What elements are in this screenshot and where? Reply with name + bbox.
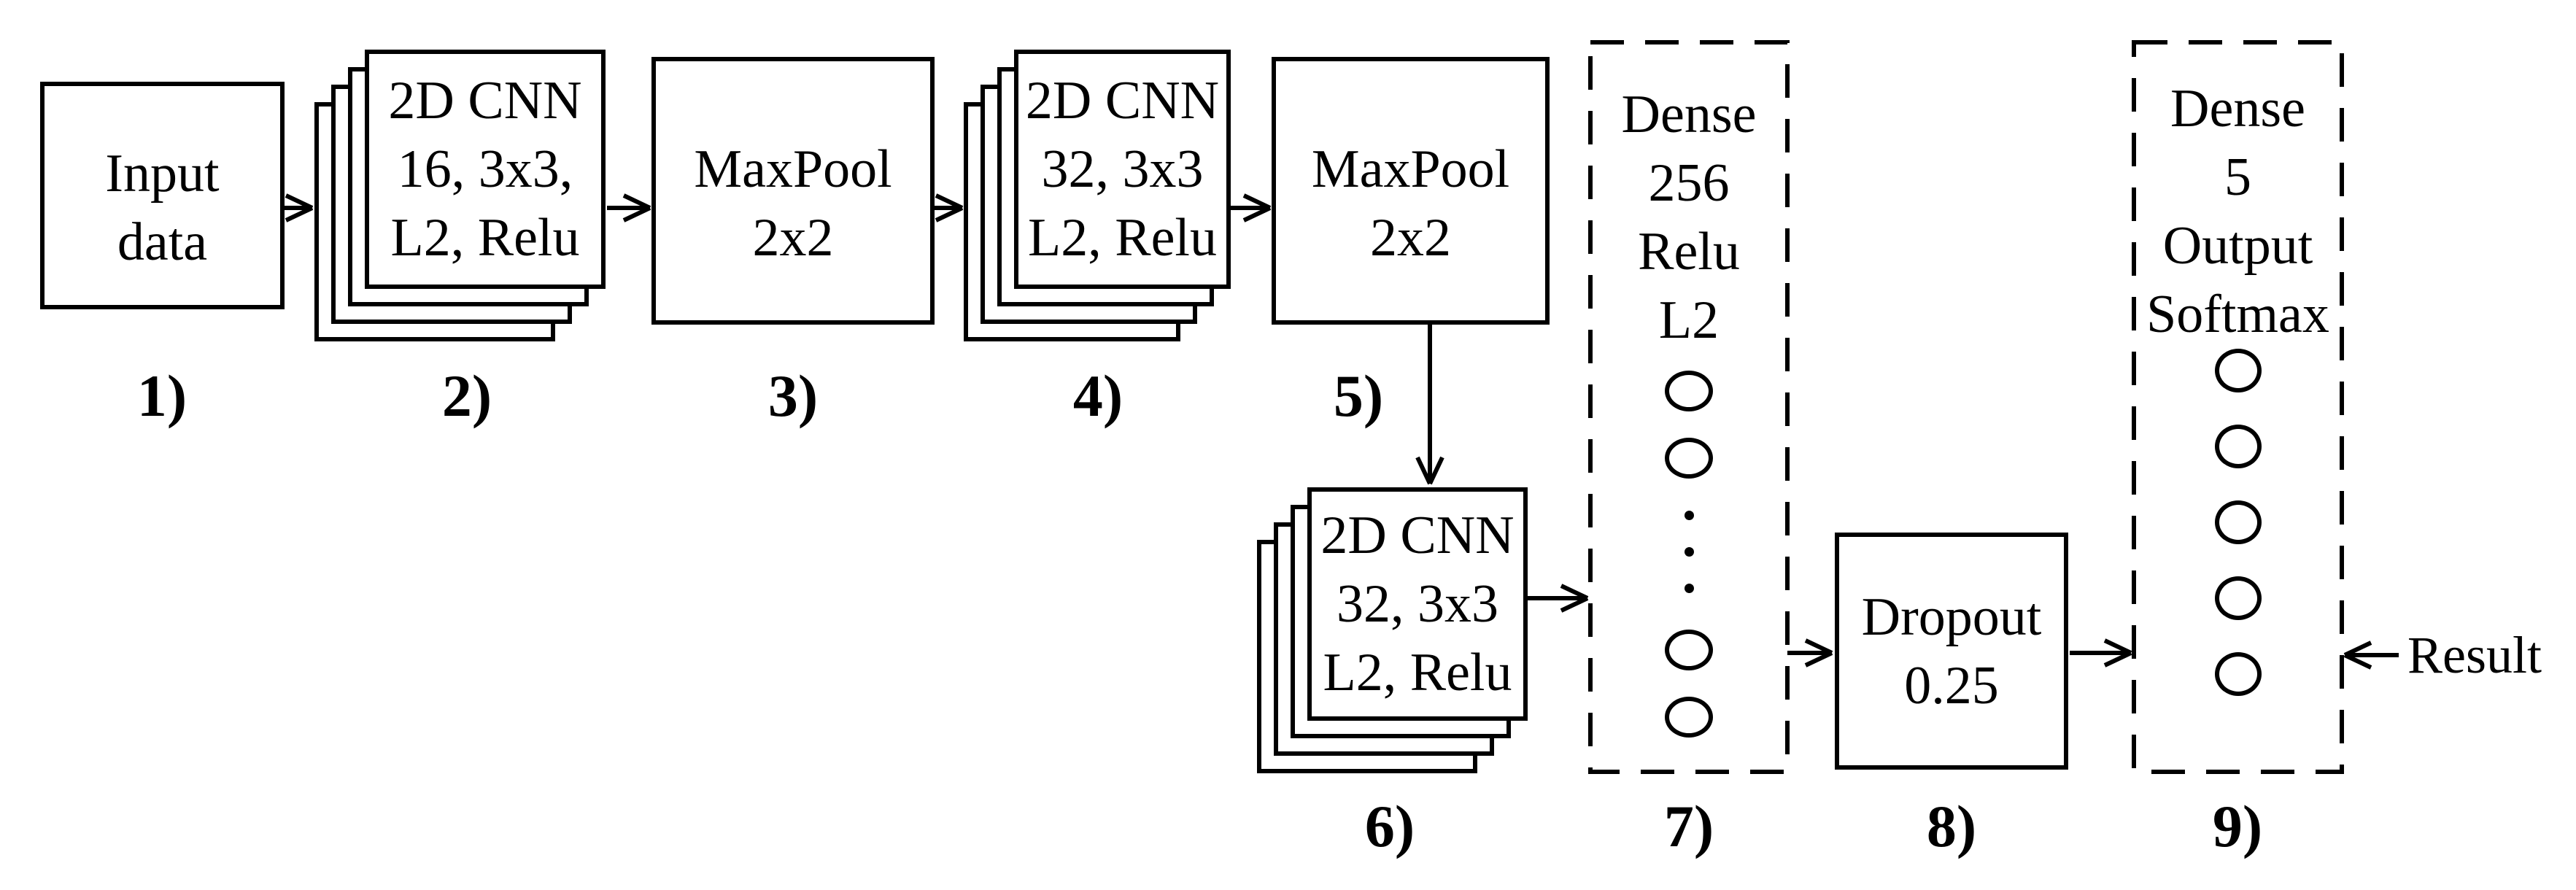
dense1-dashed-border <box>1588 40 1790 774</box>
node-text-line: 16, 3x3, <box>397 139 573 199</box>
node-text-line: Output <box>2162 216 2313 276</box>
arrow-result-pointer-icon <box>2343 641 2399 670</box>
node-text-line: 5 <box>2224 147 2251 207</box>
arrow-maxpool2-to-conv3-icon <box>1415 325 1444 485</box>
input-data-box: Input data <box>40 82 285 309</box>
ellipsis-dot <box>1684 547 1694 557</box>
conv1-stack: 2D CNN 16, 3x3, L2, Relu <box>314 50 606 342</box>
result-label: Result <box>2407 626 2542 684</box>
neuron-circle <box>1665 371 1713 411</box>
neuron-circle <box>2214 425 2262 468</box>
node-text-line: Input <box>105 144 220 204</box>
node-text-line: 32, 3x3 <box>1337 574 1498 634</box>
node-text-line: L2, Relu <box>390 208 580 268</box>
node-text-line: Dense <box>1621 85 1757 144</box>
output-dashed-border <box>2132 40 2344 774</box>
node-text-line: Dense <box>2170 79 2305 139</box>
step-label-6: 6) <box>1364 793 1415 859</box>
step-label-2: 2) <box>441 363 492 429</box>
output-dashed-box: Dense 5 Output Softmax <box>2134 42 2342 772</box>
neuron-circle <box>2214 349 2262 392</box>
node-text-line: L2, Relu <box>1028 208 1217 268</box>
node-text-line: data <box>117 212 208 272</box>
node-text-line: Dropout <box>1861 587 2042 647</box>
arrow-maxpool1-to-conv2-icon <box>935 193 964 222</box>
node-text-line: L2 <box>1658 290 1720 350</box>
node-text-line: 32, 3x3 <box>1041 139 1204 199</box>
arrow-conv1-to-maxpool1-icon <box>607 193 651 222</box>
node-text-line: MaxPool <box>1311 139 1510 199</box>
node-text-line: 2D CNN <box>1025 71 1220 131</box>
node-text-line: 2D CNN <box>388 71 582 131</box>
step-label-5: 5) <box>1333 363 1384 429</box>
maxpool1-box: MaxPool 2x2 <box>651 57 935 325</box>
arrow-dense1-to-dropout-icon <box>1787 638 1833 668</box>
stack-sheet-front: 2D CNN 32, 3x3 L2, Relu <box>1014 50 1231 289</box>
step-label-9: 9) <box>2212 793 2263 859</box>
conv2-stack: 2D CNN 32, 3x3 L2, Relu <box>964 50 1231 342</box>
maxpool2-box: MaxPool 2x2 <box>1272 57 1550 325</box>
node-text-line: 256 <box>1648 153 1730 213</box>
neuron-circle <box>1665 697 1713 738</box>
dense1-dashed-box: Dense 256 Relu L2 <box>1590 42 1787 772</box>
ellipsis-dot <box>1684 584 1694 593</box>
arrow-conv3-to-dense1-icon <box>1526 584 1589 613</box>
node-text-line: MaxPool <box>694 139 892 199</box>
ellipsis-dot <box>1684 511 1694 520</box>
step-label-8: 8) <box>1926 793 1977 859</box>
step-label-7: 7) <box>1663 793 1714 859</box>
arrow-input-to-conv1-icon <box>285 193 314 222</box>
node-text-line: 0.25 <box>1904 655 1999 716</box>
arrow-dropout-to-output-icon <box>2070 638 2132 668</box>
node-text-line: 2x2 <box>1370 207 1451 268</box>
neuron-circle <box>1665 630 1713 670</box>
conv3-stack: 2D CNN 32, 3x3 L2, Relu <box>1257 487 1528 774</box>
node-text-line: Softmax <box>2146 285 2329 344</box>
dropout-box: Dropout 0.25 <box>1835 533 2068 770</box>
arrow-conv2-to-maxpool2-icon <box>1231 193 1272 222</box>
neuron-circle <box>1665 438 1713 479</box>
stack-sheet-front: 2D CNN 32, 3x3 L2, Relu <box>1307 487 1528 721</box>
node-text-line: L2, Relu <box>1323 643 1512 703</box>
step-label-4: 4) <box>1072 363 1123 429</box>
neuron-circle <box>2214 652 2262 696</box>
step-label-3: 3) <box>767 363 819 429</box>
neuron-circle <box>2214 500 2262 544</box>
neuron-circle <box>2214 576 2262 620</box>
node-text-line: 2x2 <box>752 207 834 268</box>
node-text-line: Relu <box>1638 222 1740 282</box>
step-label-1: 1) <box>136 363 187 429</box>
node-text-line: 2D CNN <box>1320 506 1515 565</box>
stack-sheet-front: 2D CNN 16, 3x3, L2, Relu <box>365 50 606 289</box>
